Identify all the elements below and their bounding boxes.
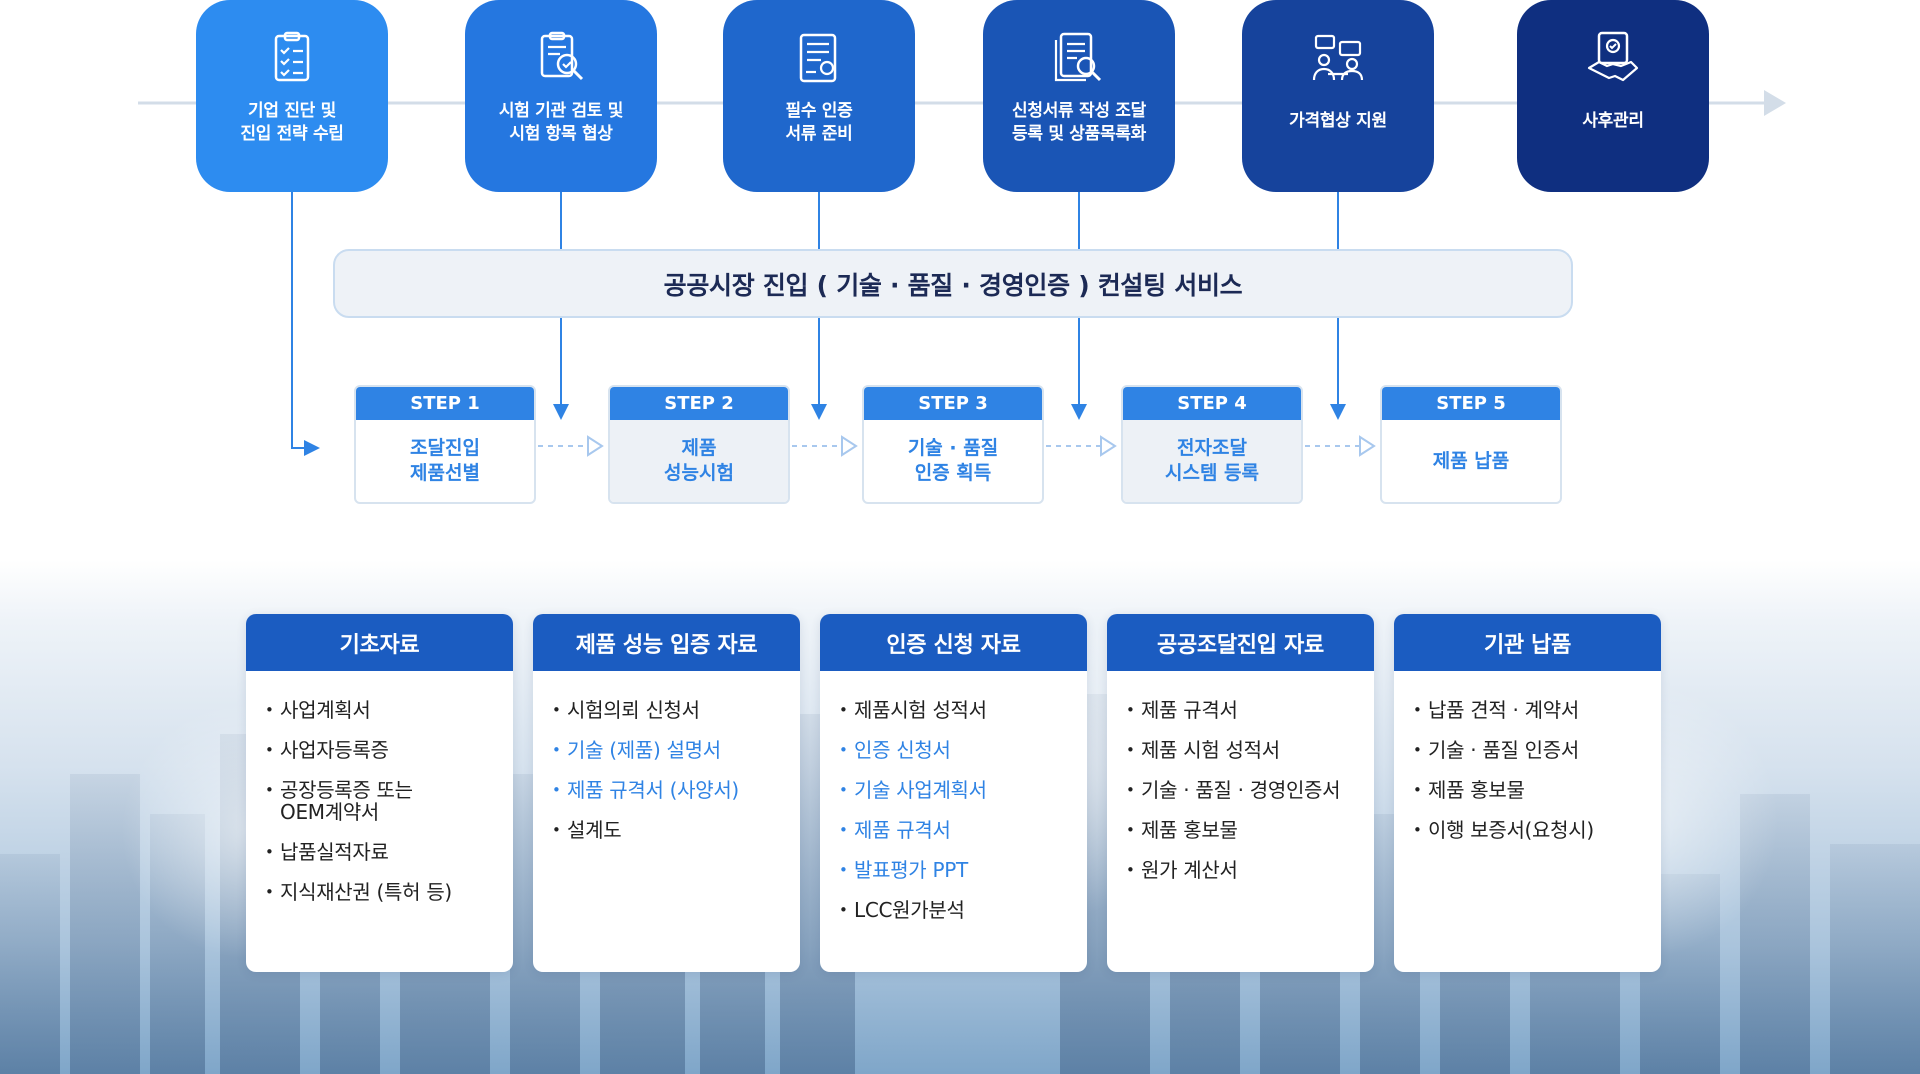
negotiation-icon: [1312, 34, 1364, 81]
document-list-item: LCC원가분석: [839, 899, 1065, 921]
step-header: STEP 4: [1123, 387, 1301, 420]
process-tile-label: 시험 기관 검토 및 시험 항목 협상: [498, 101, 624, 144]
step-header: STEP 3: [864, 387, 1042, 420]
document-card-title: 공공조달진입 자료: [1107, 614, 1374, 671]
connector-arrowhead: [1330, 404, 1346, 420]
document-list-item: 제품 홍보물: [1126, 819, 1352, 841]
document-list-item: 설계도: [552, 819, 778, 841]
document-search-icon: [1054, 32, 1102, 82]
step-box: STEP 5 제품 납품: [1380, 385, 1562, 504]
step-header: STEP 2: [610, 387, 788, 420]
document-list-item: 제품 규격서: [1126, 699, 1352, 721]
document-list-item: 제품 규격서 (사양서): [552, 779, 778, 801]
document-card-title: 기관 납품: [1394, 614, 1661, 671]
step-box: STEP 1 조달진입 제품선별: [354, 385, 536, 504]
process-tile: 사후관리: [1517, 0, 1709, 192]
step-label: 조달진입 제품선별: [410, 437, 480, 484]
document-list-item: 원가 계산서: [1126, 859, 1352, 881]
document-list-item: 기술 · 품질 인증서: [1413, 739, 1639, 761]
document-card: 기초자료사업계획서사업자등록증공장등록증 또는 OEM계약서납품실적자료지식재산…: [246, 614, 513, 972]
process-tile-label: 가격협상 지원: [1289, 111, 1387, 131]
document-review-icon: [540, 31, 584, 81]
process-tile-label: 필수 인증 서류 준비: [785, 101, 853, 144]
connector-arrowhead: [811, 404, 827, 420]
document-list: 사업계획서사업자등록증공장등록증 또는 OEM계약서납품실적자료지식재산권 (특…: [246, 671, 513, 941]
step-header: STEP 5: [1382, 387, 1560, 420]
document-list-item: 발표평가 PPT: [839, 859, 1065, 881]
document-list-item: 지식재산권 (특허 등): [265, 881, 491, 903]
connector-arrowhead: [1071, 404, 1087, 420]
step-label: 전자조달 시스템 등록: [1123, 420, 1301, 502]
document-card: 기관 납품납품 견적 · 계약서기술 · 품질 인증서제품 홍보물이행 보증서(…: [1394, 614, 1661, 972]
process-tile: 기업 진단 및 진입 전략 수립: [196, 0, 388, 192]
step-header: STEP 1: [356, 387, 534, 420]
document-card-title: 제품 성능 입증 자료: [533, 614, 800, 671]
document-list-item: 이행 보증서(요청시): [1413, 819, 1639, 841]
document-list-item: 시험의뢰 신청서: [552, 699, 778, 721]
document-list-item: 기술 사업계획서: [839, 779, 1065, 801]
connector-arrowhead: [304, 440, 320, 456]
connector-arrowhead: [553, 404, 569, 420]
step-arrowhead: [841, 435, 858, 457]
document-list-item: 납품 견적 · 계약서: [1413, 699, 1639, 721]
document-list-item: 기술 (제품) 설명서: [552, 739, 778, 761]
process-tile-label: 신청서류 작성 조달 등록 및 상품목록화: [1012, 101, 1146, 144]
document-card: 제품 성능 입증 자료시험의뢰 신청서기술 (제품) 설명서제품 규격서 (사양…: [533, 614, 800, 972]
service-bar: 공공시장 진입 ( 기술 · 품질 · 경영인증 ) 컨설팅 서비스: [333, 249, 1573, 318]
timeline-arrowhead: [1764, 90, 1786, 116]
process-tile: 가격협상 지원: [1242, 0, 1434, 192]
background-building: [1830, 844, 1920, 1074]
document-list: 납품 견적 · 계약서기술 · 품질 인증서제품 홍보물이행 보증서(요청시): [1394, 671, 1661, 879]
step-box: STEP 3 기술 · 품질 인증 획득: [862, 385, 1044, 504]
document-list-item: 인증 신청서: [839, 739, 1065, 761]
document-list: 시험의뢰 신청서기술 (제품) 설명서제품 규격서 (사양서) 설계도: [533, 671, 800, 879]
document-list-item: 사업자등록증: [265, 739, 491, 761]
background-building: [0, 854, 60, 1074]
document-card: 인증 신청 자료제품시험 성적서인증 신청서기술 사업계획서제품 규격서발표평가…: [820, 614, 1087, 972]
document-list-item: 공장등록증 또는 OEM계약서: [265, 779, 491, 823]
document-list-item: 제품 홍보물: [1413, 779, 1639, 801]
document-list: 제품시험 성적서인증 신청서기술 사업계획서제품 규격서발표평가 PPT LCC원…: [820, 671, 1087, 959]
checklist-icon: [274, 31, 310, 82]
document-list-item: 제품시험 성적서: [839, 699, 1065, 721]
document-list-item: 기술 · 품질 · 경영인증서: [1126, 779, 1352, 801]
document-list-item: 사업계획서: [265, 699, 491, 721]
step-label: 기술 · 품질 인증 획득: [907, 437, 999, 484]
connector-line: [291, 192, 306, 449]
document-card-title: 기초자료: [246, 614, 513, 671]
step-arrowhead: [1359, 435, 1376, 457]
step-label: 제품 납품: [1432, 449, 1510, 472]
process-tile: 신청서류 작성 조달 등록 및 상품목록화: [983, 0, 1175, 192]
document-list: 제품 규격서제품 시험 성적서기술 · 품질 · 경영인증서제품 홍보물원가 계…: [1107, 671, 1374, 919]
handshake-icon: [1587, 31, 1639, 82]
step-arrowhead: [587, 435, 604, 457]
process-tile-label: 기업 진단 및 진입 전략 수립: [240, 101, 344, 144]
document-card: 공공조달진입 자료제품 규격서제품 시험 성적서기술 · 품질 · 경영인증서제…: [1107, 614, 1374, 972]
process-tile: 시험 기관 검토 및 시험 항목 협상: [465, 0, 657, 192]
process-tile: 필수 인증 서류 준비: [723, 0, 915, 192]
document-card-title: 인증 신청 자료: [820, 614, 1087, 671]
step-label: 제품 성능시험: [610, 420, 788, 502]
document-list-item: 제품 시험 성적서: [1126, 739, 1352, 761]
certificate-document-icon: [799, 33, 837, 83]
document-list-item: 제품 규격서: [839, 819, 1065, 841]
service-bar-title: 공공시장 진입 ( 기술 · 품질 · 경영인증 ) 컨설팅 서비스: [663, 270, 1243, 300]
document-list-item: 납품실적자료: [265, 841, 491, 863]
process-tile-label: 사후관리: [1582, 111, 1644, 131]
step-arrowhead: [1100, 435, 1117, 457]
